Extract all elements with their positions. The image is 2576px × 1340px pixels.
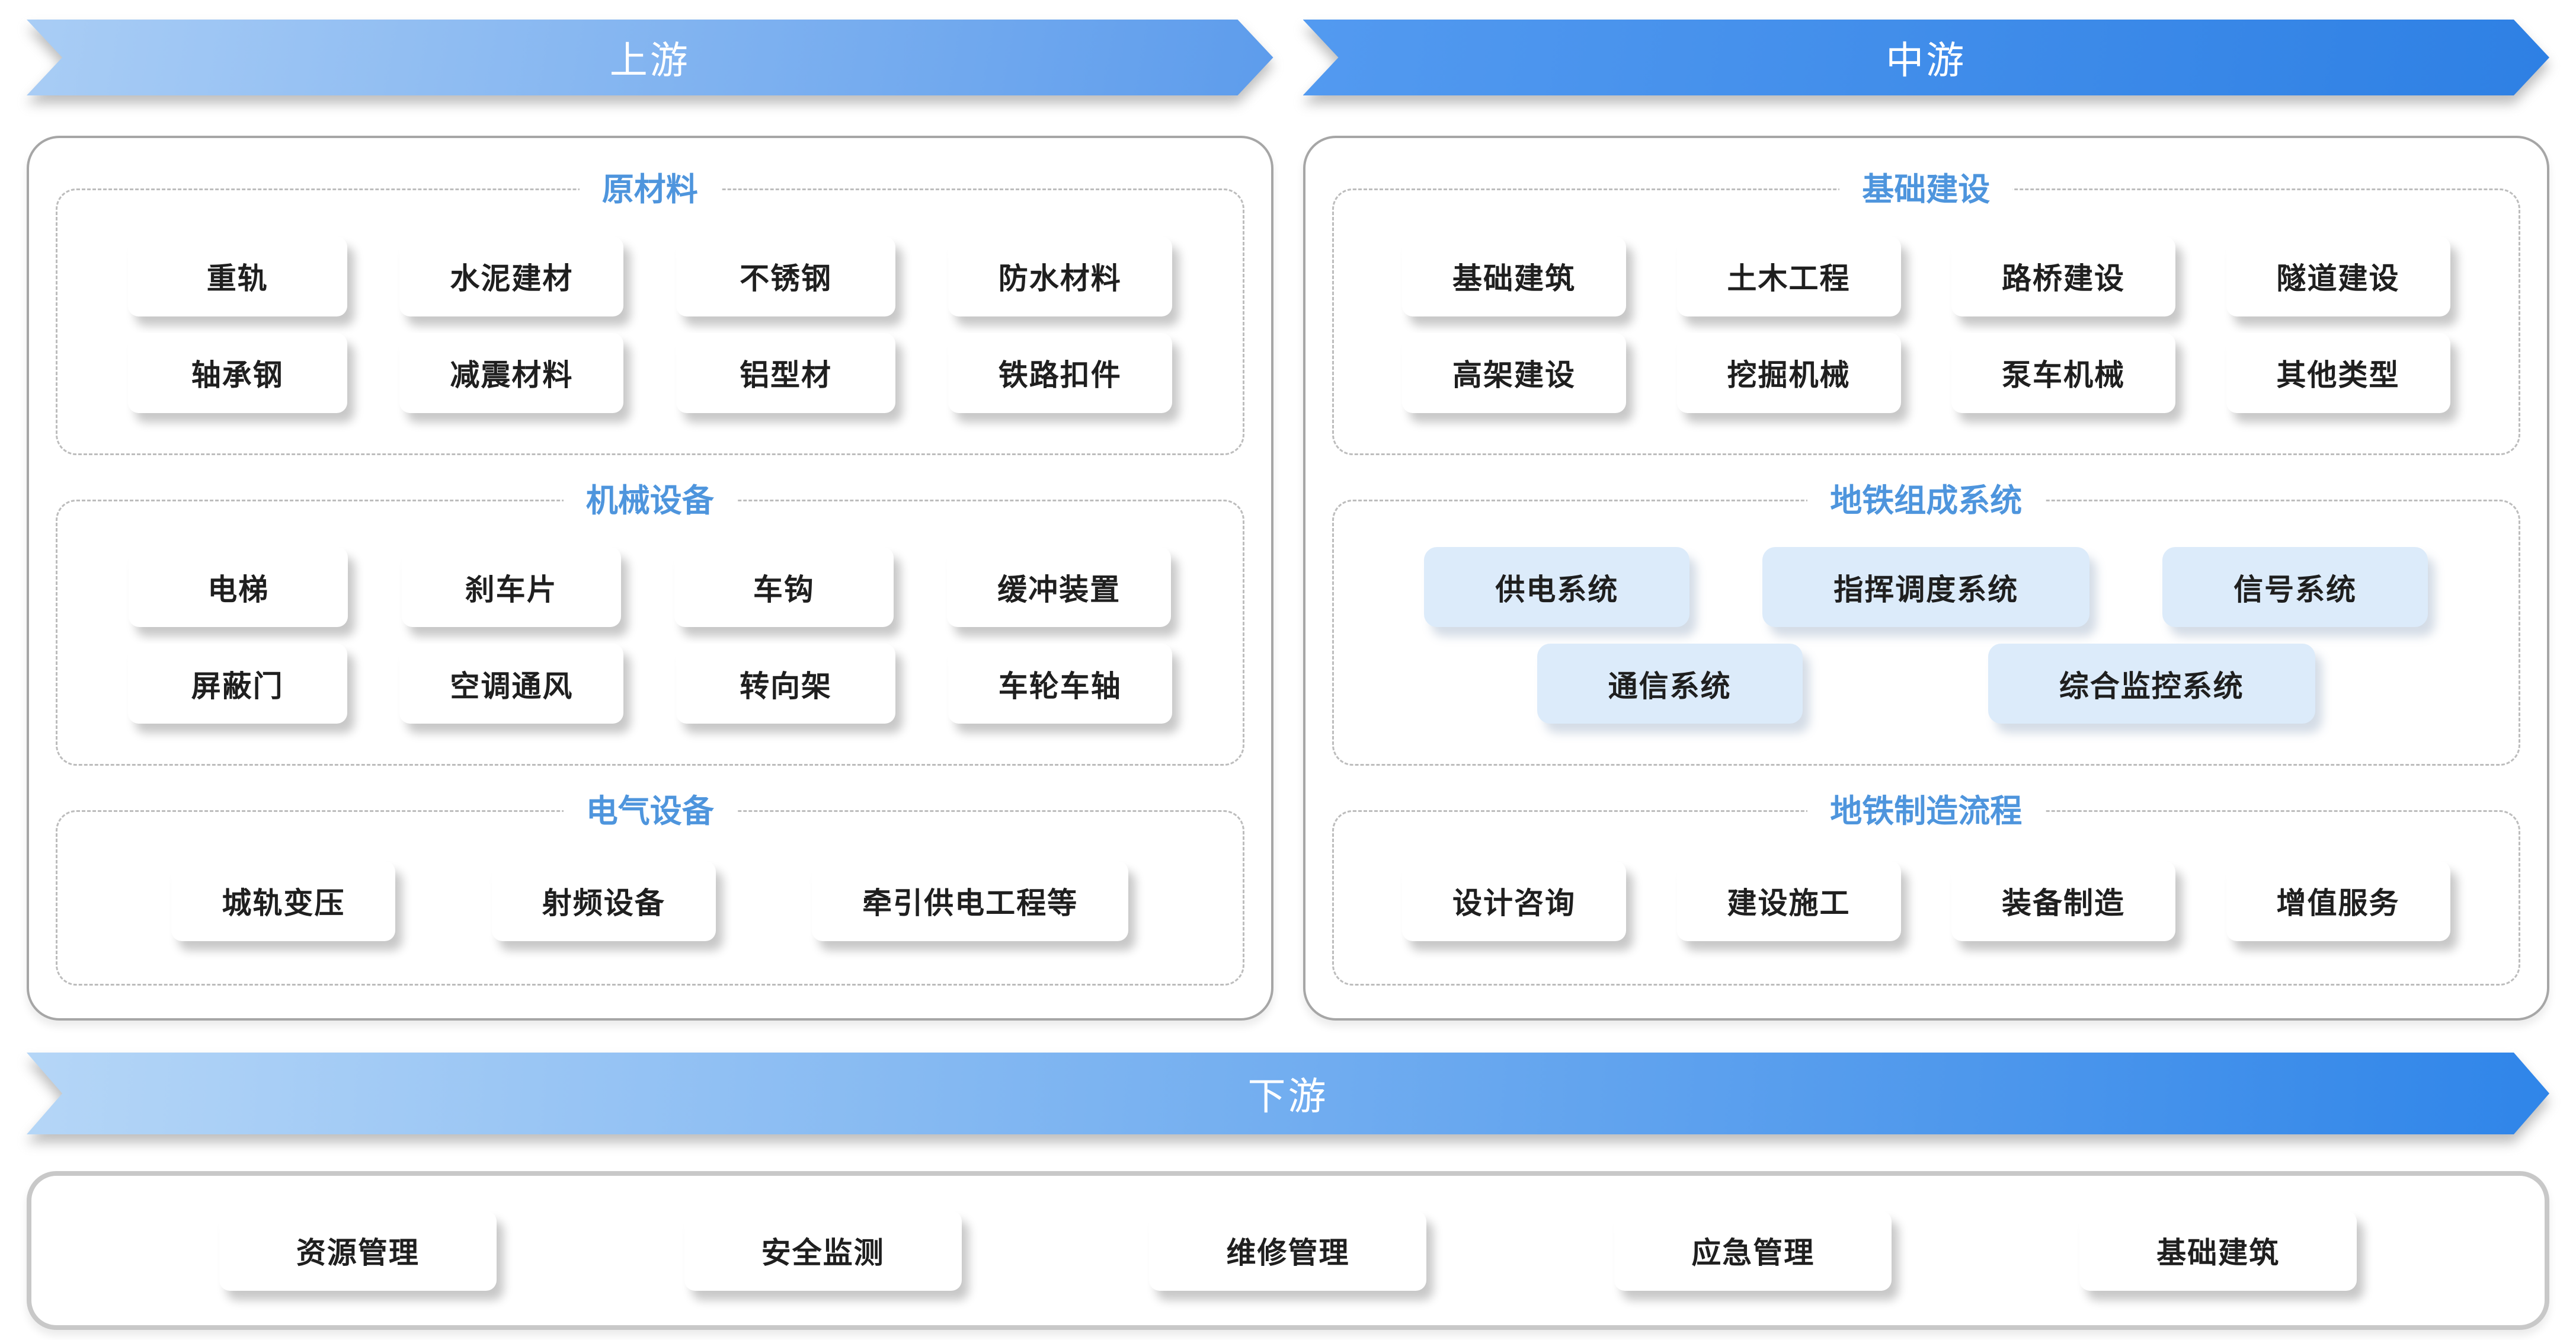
- item-chip: 综合监控系统: [1988, 644, 2315, 724]
- upstream-panel: 原材料重轨水泥建材不锈钢防水材料轴承钢减震材料铝型材铁路扣件机械设备电梯刹车片车…: [27, 136, 1273, 1021]
- item-chip: 通信系统: [1537, 644, 1803, 724]
- item-chip: 其他类型: [2226, 332, 2450, 413]
- item-chip: 车钩: [674, 547, 894, 628]
- midstream-section-2-row-0: 设计咨询建设施工装备制造增值服务: [1352, 861, 2501, 941]
- midstream-banner-arrow: 中游: [1303, 20, 2550, 95]
- upstream-section-0-title: 原材料: [579, 167, 721, 213]
- midstream-section-2: 地铁制造流程设计咨询建设施工装备制造增值服务: [1332, 788, 2520, 986]
- item-chip: 信号系统: [2162, 547, 2428, 628]
- item-chip: 电梯: [129, 547, 348, 628]
- item-chip: 转向架: [676, 644, 896, 724]
- item-chip: 泵车机械: [1951, 332, 2175, 413]
- upstream-section-0-row-0: 重轨水泥建材不锈钢防水材料: [75, 236, 1225, 316]
- downstream-items-row: 资源管理 安全监测 维修管理 应急管理 基础建筑: [31, 1176, 2545, 1325]
- item-chip: 隧道建设: [2226, 236, 2450, 316]
- midstream-banner-label: 中游: [1886, 39, 1967, 82]
- upstream-panel-body: 原材料重轨水泥建材不锈钢防水材料轴承钢减震材料铝型材铁路扣件机械设备电梯刹车片车…: [29, 138, 1271, 1018]
- item-chip: 不锈钢: [676, 236, 896, 316]
- downstream-panel: 资源管理 安全监测 维修管理 应急管理 基础建筑: [27, 1171, 2549, 1330]
- item-chip: 基础建筑: [1402, 236, 1626, 316]
- midstream-section-0-title: 基础建设: [1839, 167, 2013, 213]
- item-chip: 牵引供电工程等: [812, 861, 1129, 941]
- item-chip: 指挥调度系统: [1762, 547, 2090, 628]
- upstream-section-1-row-1: 屏蔽门空调通风转向架车轮车轴: [75, 644, 1225, 724]
- item-chip: 应急管理: [1614, 1210, 1892, 1291]
- upstream-section-1-row-0: 电梯刹车片车钩缓冲装置: [75, 547, 1225, 628]
- item-chip: 设计咨询: [1402, 861, 1626, 941]
- midstream-section-1-row-0: 供电系统指挥调度系统信号系统: [1352, 547, 2501, 628]
- upstream-section-0-row-1: 轴承钢减震材料铝型材铁路扣件: [75, 332, 1225, 413]
- item-chip: 屏蔽门: [127, 644, 347, 724]
- item-chip: 维修管理: [1149, 1210, 1427, 1291]
- upstream-banner: 上游: [27, 20, 1273, 95]
- midstream-panel: 基础建设基础建筑土木工程路桥建设隧道建设高架建设挖掘机械泵车机械其他类型地铁组成…: [1303, 136, 2549, 1021]
- upstream-banner-label: 上游: [609, 39, 690, 82]
- downstream-banner-label: 下游: [1247, 1075, 1329, 1118]
- upstream-banner-arrow: 上游: [27, 20, 1273, 95]
- item-chip: 土木工程: [1676, 236, 1901, 316]
- downstream-banner: 下游: [27, 1053, 2549, 1134]
- item-chip: 安全监测: [684, 1210, 962, 1291]
- item-chip: 挖掘机械: [1676, 332, 1901, 413]
- midstream-section-1-row-1: 通信系统 综合监控系统: [1352, 644, 2501, 724]
- item-chip: 车轮车轴: [948, 644, 1172, 724]
- item-chip: 减震材料: [399, 332, 624, 413]
- item-chip: 铝型材: [676, 332, 896, 413]
- item-chip: 增值服务: [2226, 861, 2450, 941]
- item-chip: 资源管理: [219, 1210, 497, 1291]
- upstream-section-2-title: 电气设备: [563, 788, 737, 835]
- upstream-section-2-row-0: 城轨变压 射频设备 牵引供电工程等: [75, 861, 1225, 941]
- item-chip: 刹车片: [401, 547, 621, 628]
- item-chip: 供电系统: [1424, 547, 1690, 628]
- item-chip: 路桥建设: [1951, 236, 2175, 316]
- midstream-section-0: 基础建设基础建筑土木工程路桥建设隧道建设高架建设挖掘机械泵车机械其他类型: [1332, 167, 2520, 455]
- midstream-banner: 中游: [1303, 20, 2550, 95]
- item-chip: 铁路扣件: [948, 332, 1172, 413]
- top-banner-row: 上游 中游: [0, 20, 2576, 95]
- midstream-section-0-row-1: 高架建设挖掘机械泵车机械其他类型: [1352, 332, 2501, 413]
- midstream-section-1: 地铁组成系统供电系统指挥调度系统信号系统通信系统 综合监控系统: [1332, 477, 2520, 766]
- item-chip: 重轨: [127, 236, 347, 316]
- item-chip: 缓冲装置: [947, 547, 1172, 628]
- upstream-section-1: 机械设备电梯刹车片车钩缓冲装置屏蔽门空调通风转向架车轮车轴: [56, 477, 1244, 766]
- main-panels: 原材料重轨水泥建材不锈钢防水材料轴承钢减震材料铝型材铁路扣件机械设备电梯刹车片车…: [0, 136, 2576, 1021]
- item-chip: 轴承钢: [127, 332, 347, 413]
- downstream-banner-arrow: 下游: [27, 1053, 2549, 1134]
- midstream-section-1-title: 地铁组成系统: [1807, 477, 2045, 524]
- midstream-section-0-row-0: 基础建筑土木工程路桥建设隧道建设: [1352, 236, 2501, 316]
- item-chip: 装备制造: [1951, 861, 2175, 941]
- item-chip: 空调通风: [399, 644, 624, 724]
- midstream-section-2-title: 地铁制造流程: [1807, 788, 2045, 835]
- midstream-panel-body: 基础建设基础建筑土木工程路桥建设隧道建设高架建设挖掘机械泵车机械其他类型地铁组成…: [1305, 138, 2548, 1018]
- item-chip: 基础建筑: [2079, 1210, 2357, 1291]
- item-chip: 射频设备: [491, 861, 716, 941]
- item-chip: 防水材料: [948, 236, 1172, 316]
- item-chip: 水泥建材: [399, 236, 624, 316]
- item-chip: 高架建设: [1402, 332, 1626, 413]
- upstream-section-0: 原材料重轨水泥建材不锈钢防水材料轴承钢减震材料铝型材铁路扣件: [56, 167, 1244, 455]
- item-chip: 建设施工: [1676, 861, 1901, 941]
- upstream-section-2: 电气设备城轨变压 射频设备 牵引供电工程等: [56, 788, 1244, 986]
- item-chip: 城轨变压: [171, 861, 396, 941]
- upstream-section-1-title: 机械设备: [563, 477, 737, 524]
